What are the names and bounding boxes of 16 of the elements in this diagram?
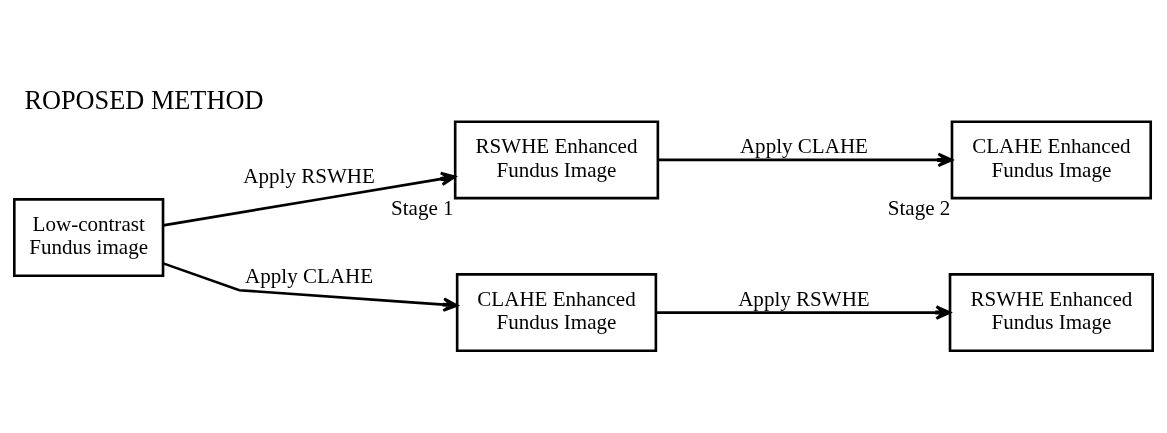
- edge-label: Apply RSWHE: [738, 286, 870, 311]
- arrow: [162, 171, 457, 227]
- diagram-title: ROPOSED METHOD: [24, 85, 264, 115]
- edge-label: Apply RSWHE: [243, 164, 375, 189]
- arrow: [658, 152, 953, 168]
- arrow: [162, 262, 459, 312]
- node-box: RSWHE Enhanced Fundus Image: [453, 120, 660, 200]
- node-box: CLAHE Enhanced Fundus Image: [950, 120, 1153, 200]
- edge-label: Apply CLAHE: [739, 134, 868, 159]
- edge-label: Apply CLAHE: [245, 264, 374, 289]
- arrow: [656, 305, 951, 320]
- node-label: Stage 2: [887, 195, 951, 220]
- node-box: CLAHE Enhanced Fundus Image: [455, 273, 658, 353]
- node-box: RSWHE Enhanced Fundus Image: [948, 273, 1154, 353]
- node-label: Stage 1: [391, 195, 454, 220]
- node-box: Low-contrast Fundus image: [13, 198, 165, 278]
